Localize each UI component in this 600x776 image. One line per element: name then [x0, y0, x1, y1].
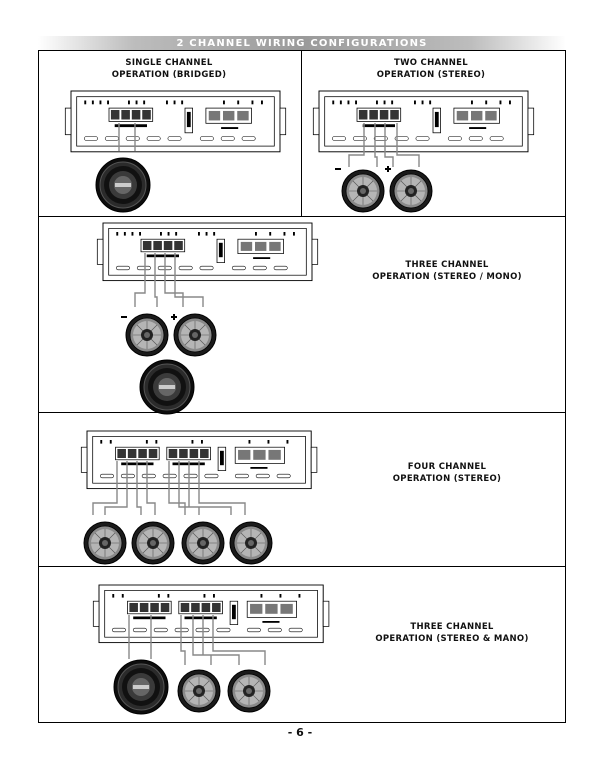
single-channel-diagram — [64, 90, 287, 213]
row-three-stereo-mono: THREE CHANNEL OPERATION (STEREO / MONO) — [39, 217, 565, 415]
single-channel-label-line2: OPERATION (BRIDGED) — [111, 70, 227, 80]
speaker-icon — [227, 669, 271, 713]
subwoofer-icon — [95, 157, 151, 213]
amplifier-icon — [312, 90, 535, 153]
three-channel-stereo-mano-diagram — [92, 584, 330, 715]
four-channel-label-line1: FOUR CHANNEL — [407, 462, 487, 472]
four-channel-diagram — [80, 430, 318, 565]
speaker-icon — [83, 521, 127, 565]
speaker-icon — [125, 313, 169, 357]
single-channel-label: SINGLE CHANNEL OPERATION (BRIDGED) — [79, 57, 259, 81]
row-three-stereo-mano: THREE CHANNEL OPERATION (STEREO & MANO) — [39, 567, 565, 722]
speaker-icon — [389, 169, 433, 213]
speaker-icon — [341, 169, 385, 213]
two-channel-label-line2: OPERATION (STEREO) — [376, 70, 486, 80]
page-number: - 6 - — [287, 726, 313, 739]
three-channel-b-label: THREE CHANNEL OPERATION (STEREO & MANO) — [357, 621, 547, 645]
three-channel-label-line2: OPERATION (STEREO / MONO) — [372, 272, 522, 282]
single-channel-label-line1: SINGLE CHANNEL — [125, 58, 213, 68]
three-channel-label: THREE CHANNEL OPERATION (STEREO / MONO) — [357, 259, 537, 283]
two-channel-label: TWO CHANNEL OPERATION (STEREO) — [341, 57, 521, 81]
row-four-stereo: FOUR CHANNEL OPERATION (STEREO) — [39, 413, 565, 567]
three-channel-b-label-line2: OPERATION (STEREO & MANO) — [375, 634, 529, 644]
speaker-icon — [131, 521, 175, 565]
three-channel-b-label-line1: THREE CHANNEL — [410, 622, 494, 632]
amplifier-icon — [96, 222, 319, 282]
wiring-diagram-frame: SINGLE CHANNEL OPERATION (BRIDGED) TWO C… — [38, 50, 566, 723]
section-title: 2 CHANNEL WIRING CONFIGURATIONS — [176, 37, 428, 49]
subwoofer-icon — [113, 659, 169, 715]
four-channel-label-line2: OPERATION (STEREO) — [392, 474, 502, 484]
speaker-icon — [173, 313, 217, 357]
two-channel-label-line1: TWO CHANNEL — [393, 58, 469, 68]
section-header-bar: 2 CHANNEL WIRING CONFIGURATIONS — [38, 36, 566, 50]
four-channel-label: FOUR CHANNEL OPERATION (STEREO) — [357, 461, 537, 485]
amplifier-icon — [64, 90, 287, 153]
speaker-icon — [181, 521, 225, 565]
speaker-icon — [177, 669, 221, 713]
speaker-icon — [229, 521, 273, 565]
row-single-two: SINGLE CHANNEL OPERATION (BRIDGED) TWO C… — [39, 51, 565, 217]
subwoofer-icon — [139, 359, 195, 415]
three-channel-label-line1: THREE CHANNEL — [405, 260, 489, 270]
column-divider — [301, 51, 302, 217]
three-channel-diagram — [96, 222, 319, 415]
two-channel-diagram — [312, 90, 535, 213]
